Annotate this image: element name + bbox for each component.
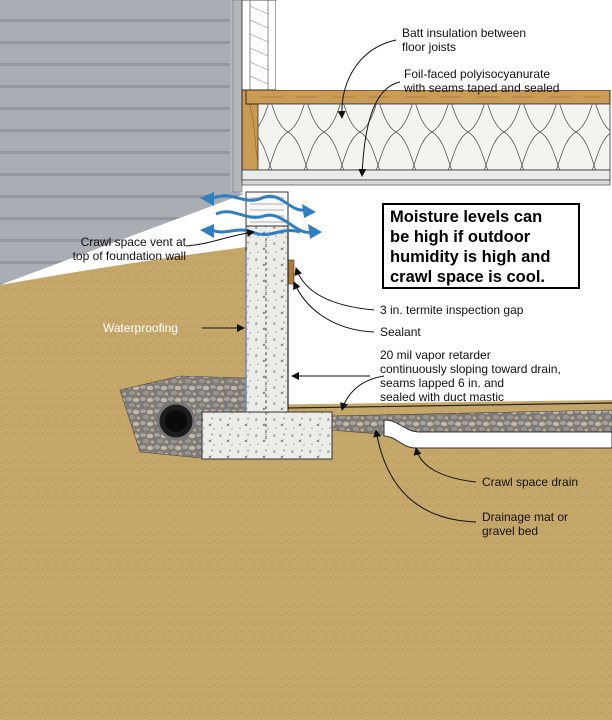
foil-faced-polyiso (241, 169, 611, 181)
crawl-drain-label: Crawl space drain (482, 475, 579, 489)
waterproofing-label: Waterproofing (103, 321, 178, 335)
exterior-siding (0, 0, 244, 285)
foundation-wall (245, 225, 289, 413)
crawl-drain-pipe (383, 419, 612, 449)
soil (0, 247, 246, 720)
footing (201, 411, 333, 460)
wall-cavity (241, 0, 277, 91)
sealant-bead (287, 259, 295, 285)
batt-insulation (257, 103, 611, 171)
leader-lines (185, 39, 477, 523)
termite-gap-label: 3 in. termite inspection gap (380, 303, 524, 317)
sill-plate (241, 179, 611, 186)
sealant-label: Sealant (380, 325, 421, 339)
vapor-retarder (287, 226, 612, 409)
wall-trim (230, 0, 242, 192)
